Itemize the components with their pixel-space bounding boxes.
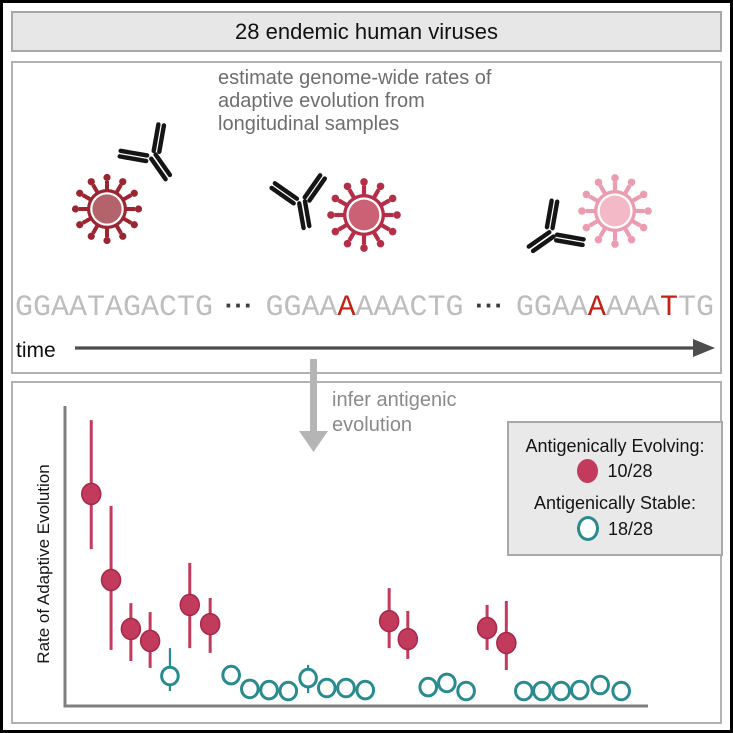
infer-caption-line: infer antigenic bbox=[332, 389, 457, 411]
title-banner: 28 endemic human viruses bbox=[11, 11, 722, 52]
dna-sequence-2: GGAAAAAACTG bbox=[265, 291, 463, 325]
sequence-row: GGAATAGACTG ··· GGAAAAAACTG ··· GGAAAAAA… bbox=[15, 289, 714, 326]
dna-sequence-3: GGAAAAAATTG bbox=[516, 291, 714, 325]
base-run: GGAATAGACTG bbox=[15, 291, 214, 325]
mutated-base: A bbox=[337, 291, 356, 325]
banner-title: 28 endemic human viruses bbox=[235, 18, 498, 44]
base-run: TG bbox=[677, 291, 714, 325]
base-run: AAA bbox=[605, 291, 660, 325]
plot-panel: infer antigenic evolution Rate of Adapti… bbox=[11, 381, 723, 724]
plot-legend: Antigenically Evolving: 10/28 Antigenica… bbox=[507, 421, 723, 556]
open-circle-icon bbox=[576, 516, 599, 542]
legend-entry-stable: Antigenically Stable: 18/28 bbox=[533, 493, 697, 542]
infer-caption-line: evolution bbox=[332, 414, 413, 436]
base-run: AAACTG bbox=[355, 291, 464, 325]
legend-entry-evolving: Antigenically Evolving: 10/28 bbox=[525, 435, 705, 483]
sequence-separator: ··· bbox=[475, 289, 505, 320]
dna-sequence-1: GGAATAGACTG bbox=[15, 291, 213, 325]
description-line: adaptive evolution from bbox=[218, 90, 425, 112]
y-axis-label: Rate of Adaptive Evolution bbox=[34, 464, 53, 664]
legend-evolving-count: 10/28 bbox=[607, 460, 653, 481]
legend-stable-label: Antigenically Stable: bbox=[533, 493, 697, 514]
time-label: time bbox=[16, 339, 56, 362]
description-text: estimate genome-wide rates of adaptive e… bbox=[218, 67, 491, 136]
sequence-separator: ··· bbox=[224, 289, 254, 320]
mutated-base: A bbox=[587, 291, 606, 325]
base-run: GGAA bbox=[265, 291, 338, 325]
mutated-base: T bbox=[659, 291, 678, 325]
infer-caption: infer antigenic evolution bbox=[332, 388, 457, 438]
legend-stable-count: 18/28 bbox=[607, 518, 654, 539]
description-line: longitudinal samples bbox=[218, 113, 400, 135]
description-line: estimate genome-wide rates of bbox=[218, 67, 492, 89]
legend-evolving-label: Antigenically Evolving: bbox=[525, 435, 705, 456]
middle-panel: estimate genome-wide rates of adaptive e… bbox=[11, 61, 722, 374]
filled-circle-icon bbox=[577, 458, 599, 483]
base-run: GGAA bbox=[515, 291, 588, 325]
